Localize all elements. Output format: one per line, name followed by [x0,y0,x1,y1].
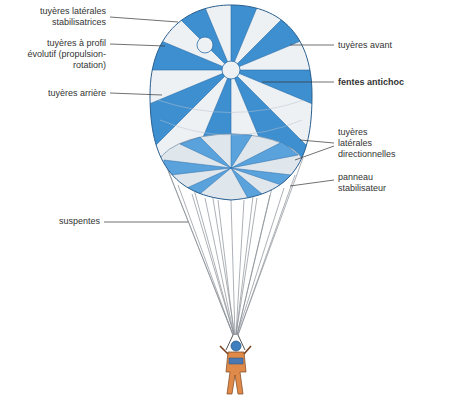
parachutist [220,335,251,394]
canopy-outline [150,5,312,200]
part-label: tuyères latérales directionnelles [338,127,404,160]
part-label: suspentes [40,216,100,227]
part-label: tuyères arrière [20,88,106,99]
part-label: fentes antichoc [338,77,438,88]
part-label: tuyères avant [338,40,438,51]
part-label: tuyères latérales stabilisatrices [4,6,106,28]
part-label: panneau stabilisateur [338,172,408,194]
part-label: tuyères à profil évolutif (propulsion-ro… [18,38,106,71]
leader-lines [104,17,334,222]
